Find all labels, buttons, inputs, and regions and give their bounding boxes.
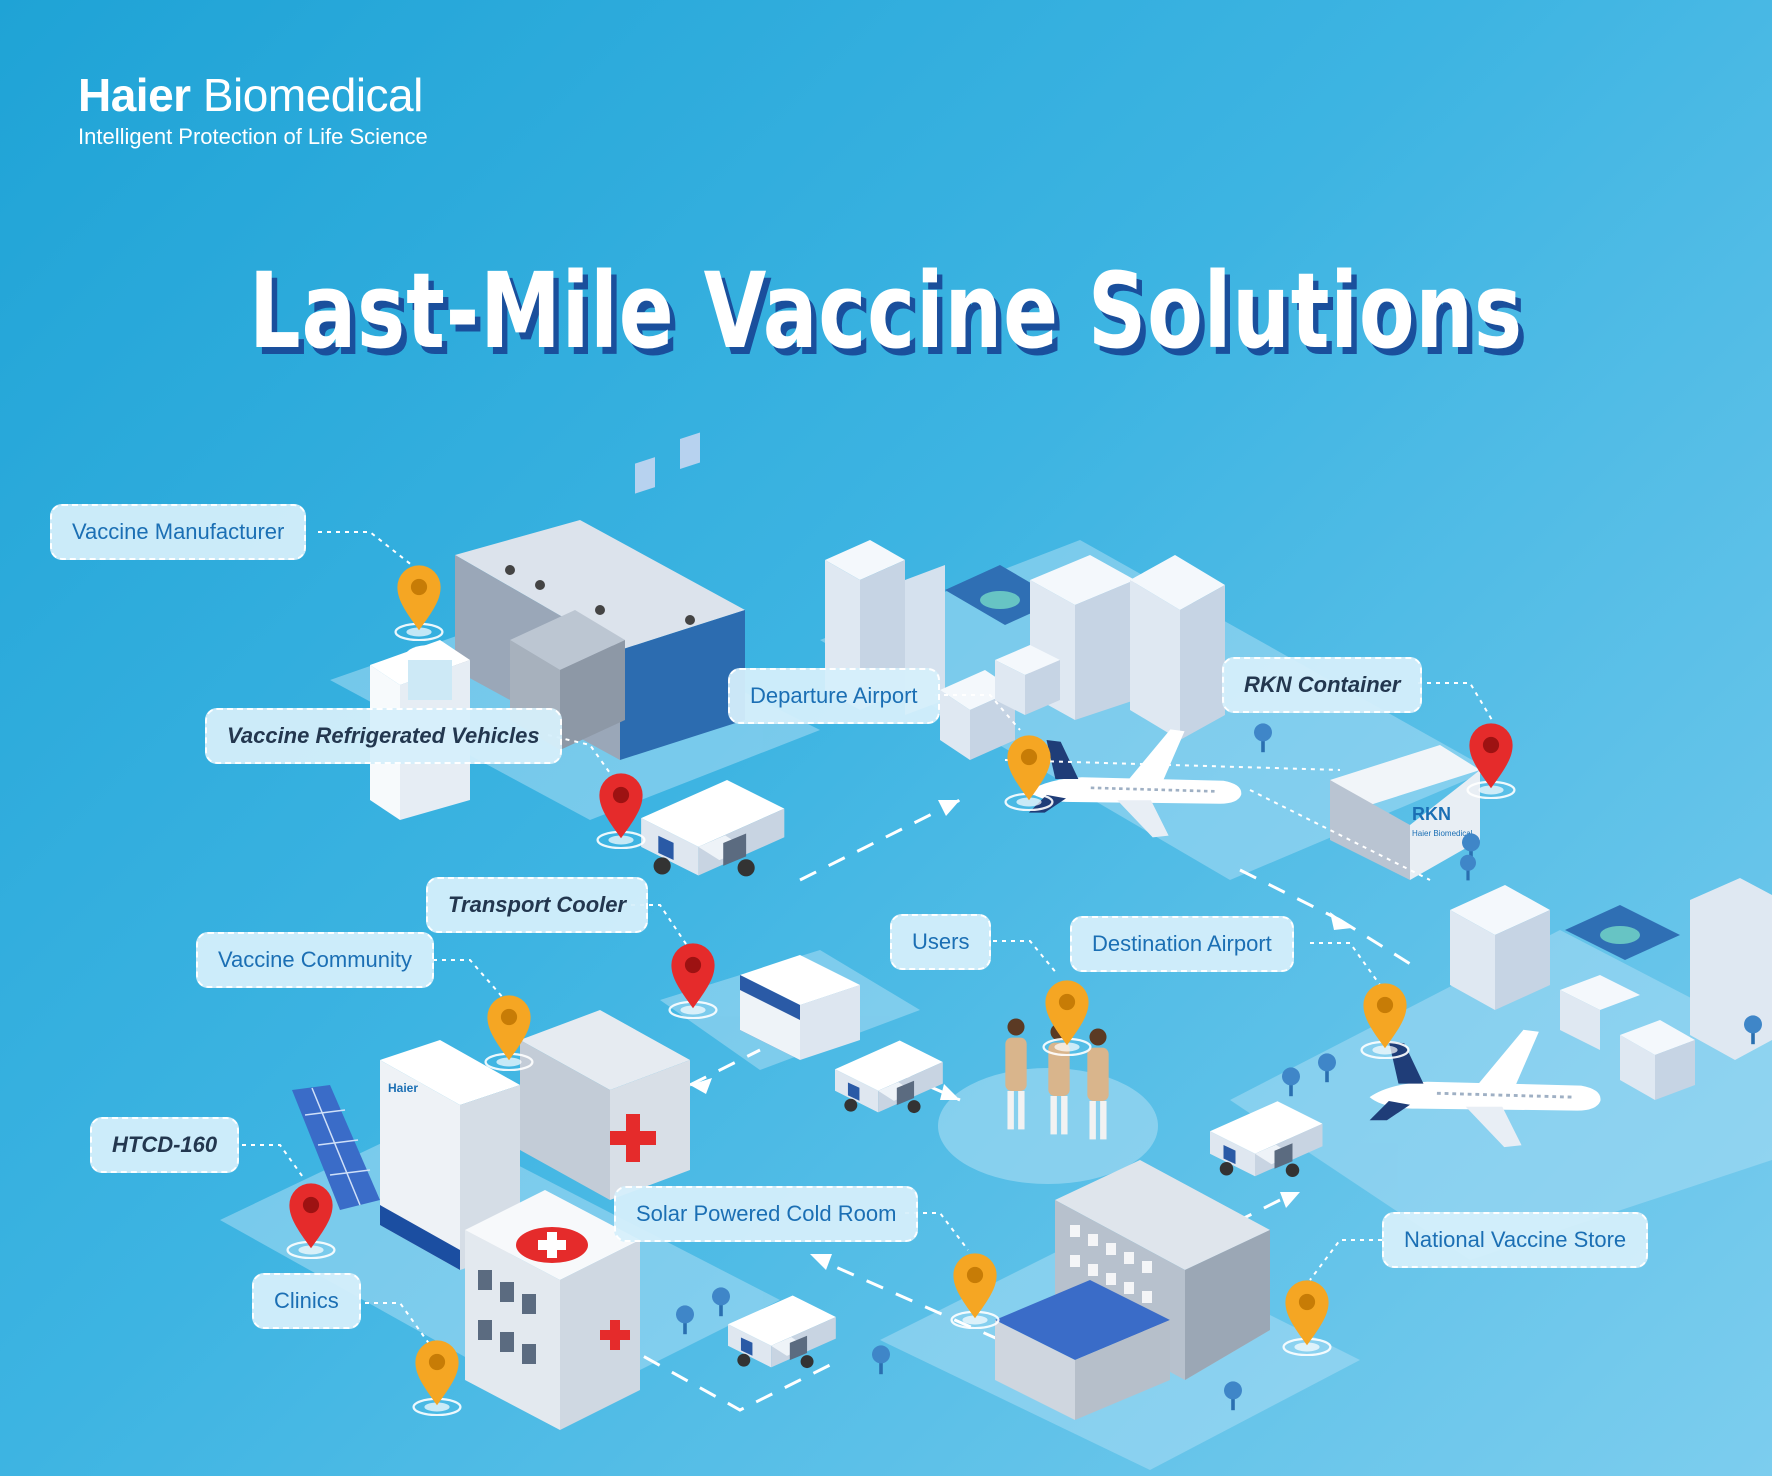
refrigerated-truck-1: [641, 780, 785, 877]
rkn-text: RKN: [1412, 804, 1451, 824]
pin-vaccine-manufacturer: [394, 564, 444, 641]
rkn-container: RKN Haier Biomedical: [1330, 745, 1480, 880]
label-vaccine-manufacturer: Vaccine Manufacturer: [50, 504, 307, 560]
label-transport-cooler: Transport Cooler: [426, 877, 649, 933]
pin-refrigerated-vehicles: [596, 772, 646, 849]
brand-tagline: Intelligent Protection of Life Science: [78, 124, 428, 149]
label-vaccine-community: Vaccine Community: [196, 932, 434, 988]
rkn-brand-text: Haier Biomedical: [1412, 829, 1473, 838]
arrow-heads: [690, 800, 1352, 1270]
community-cold-room: [520, 1010, 690, 1200]
label-clinics: Clinics: [252, 1273, 361, 1329]
htcd-160-unit: Haier: [292, 1040, 520, 1270]
destination-city: [1450, 878, 1772, 1100]
brand-logo: Haier Biomedical Intelligent Protection …: [78, 72, 428, 150]
brand-name: Haier Biomedical: [78, 69, 423, 121]
transport-cooler: [740, 955, 860, 1060]
page-title: Last-Mile Vaccine Solutions: [249, 250, 1523, 372]
label-htcd-160: HTCD-160: [90, 1117, 240, 1173]
users-platform: [938, 1068, 1158, 1184]
refrigerated-truck-2: [835, 1040, 943, 1114]
label-vaccine-refrigerated-vehicles: Vaccine Refrigerated Vehicles: [205, 708, 562, 764]
label-users: Users: [890, 914, 992, 970]
freezer-brand-text: Haier: [388, 1081, 418, 1095]
clinic-building: [465, 1190, 640, 1430]
label-national-vaccine-store: National Vaccine Store: [1382, 1212, 1649, 1268]
pin-clinics: [412, 1339, 462, 1416]
label-departure-airport: Departure Airport: [728, 668, 940, 724]
label-destination-airport: Destination Airport: [1070, 916, 1294, 972]
pin-users: [1042, 979, 1092, 1056]
national-vaccine-store: [995, 1160, 1270, 1420]
label-solar-powered-cold-room: Solar Powered Cold Room: [614, 1186, 919, 1242]
label-rkn-container: RKN Container: [1222, 657, 1423, 713]
